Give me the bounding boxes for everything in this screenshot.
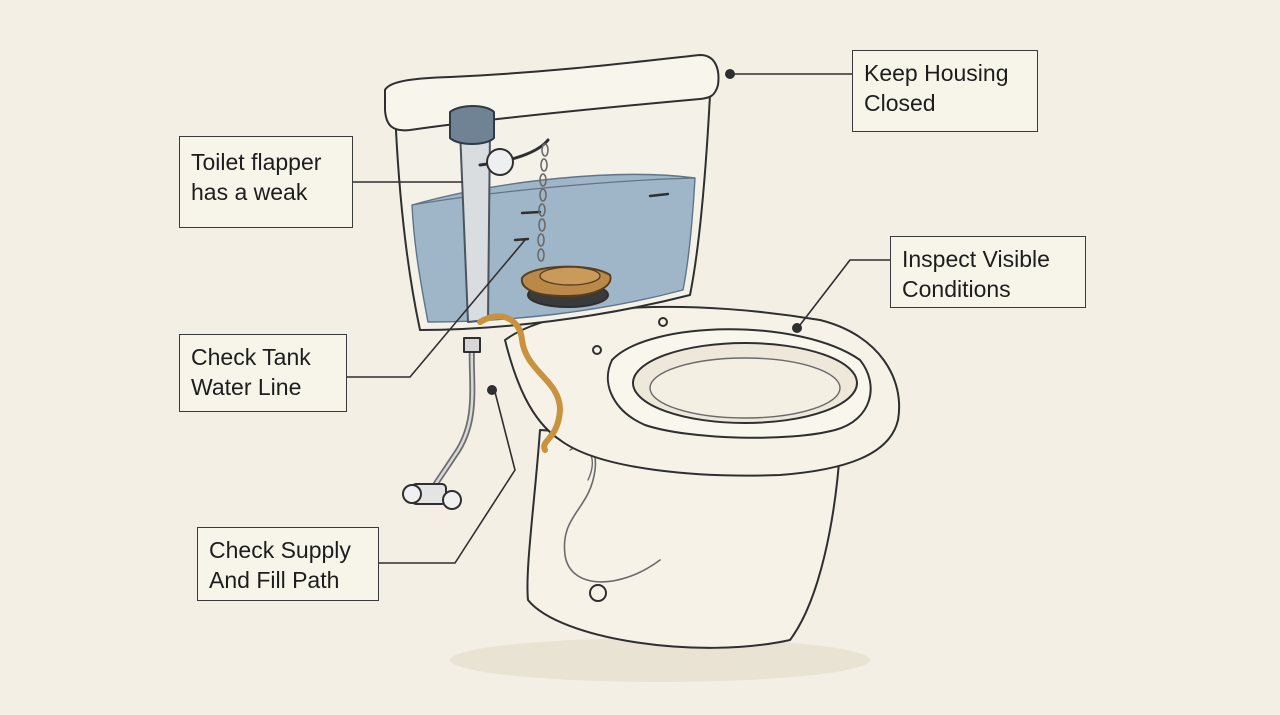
leader-lines xyxy=(346,73,891,564)
flush-handle xyxy=(486,148,514,176)
hinge-bolt-right xyxy=(658,317,668,327)
water-surface xyxy=(411,177,696,206)
flapper-top xyxy=(539,266,601,286)
callout-line: has a weak xyxy=(191,179,308,205)
callout-line: Closed xyxy=(864,90,936,116)
callout-line: Toilet flapper xyxy=(191,149,322,175)
leader-dot-visible xyxy=(792,323,802,333)
fill-valve-cap xyxy=(449,105,495,145)
flapper-chain xyxy=(537,143,549,262)
floor-shadow xyxy=(450,638,870,682)
bolt-cap xyxy=(589,584,607,602)
callout-line: Keep Housing xyxy=(864,60,1009,86)
callout-keep-housing-closed: Keep Housing Closed xyxy=(852,50,1038,132)
bowl-inner xyxy=(649,357,841,419)
shutoff-knob-left xyxy=(402,484,422,504)
callout-check-supply-fill-path: Check Supply And Fill Path xyxy=(197,527,379,601)
callout-check-tank-water-line: Check Tank Water Line xyxy=(179,334,347,412)
callout-toilet-flapper: Toilet flapper has a weak xyxy=(179,136,353,228)
refill-tube xyxy=(477,313,563,453)
callout-line: Check Supply xyxy=(209,537,351,563)
callout-line: Water Line xyxy=(191,374,302,400)
hinge-bolt-left xyxy=(592,345,602,355)
supply-nut xyxy=(463,337,481,353)
shutoff-knob-right xyxy=(442,490,462,510)
water-mark-1 xyxy=(520,210,542,215)
water-mark-3 xyxy=(513,237,530,242)
callout-line: Check Tank xyxy=(191,344,311,370)
callout-line: Inspect Visible xyxy=(902,246,1050,272)
leader-dot-supply xyxy=(487,385,497,395)
leader-dot-housing xyxy=(725,69,735,79)
callout-line: And Fill Path xyxy=(209,567,340,593)
callout-line: Conditions xyxy=(902,276,1011,302)
water-mark-2 xyxy=(648,192,670,198)
callout-inspect-visible-conditions: Inspect Visible Conditions xyxy=(890,236,1086,308)
supply-line xyxy=(427,342,476,498)
supply-line-inner xyxy=(428,343,474,497)
